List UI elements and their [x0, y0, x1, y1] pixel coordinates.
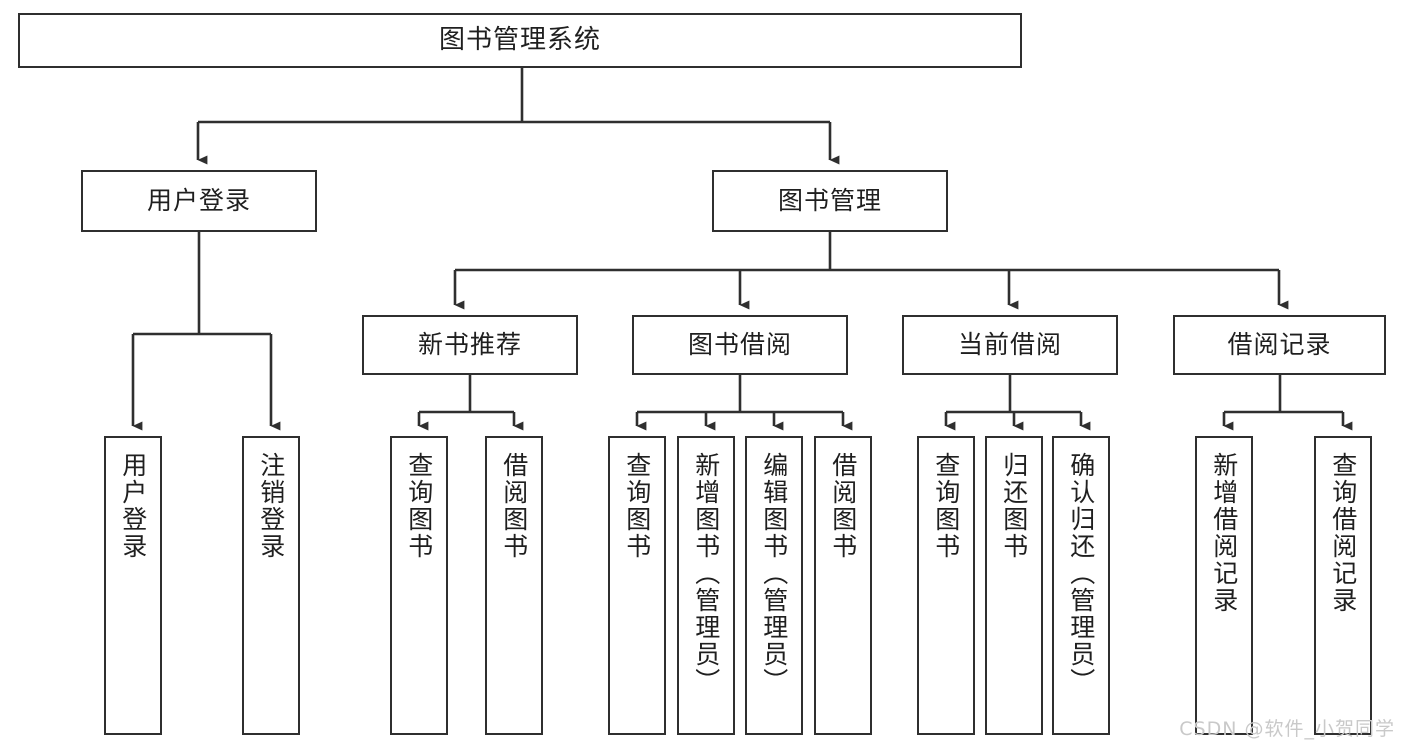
node-leaf-query-record[interactable]: 查询借阅记录	[1314, 436, 1372, 735]
node-leaf-add-book-admin[interactable]: 新增图书（管理员）	[677, 436, 735, 735]
node-leaf-confirm-return-label: 确认归还（管理员）	[1066, 452, 1096, 695]
node-book-manage-label: 图书管理	[777, 186, 882, 216]
node-book-borrow[interactable]: 图书借阅	[632, 315, 848, 375]
node-leaf-return-book-label: 归还图书	[999, 452, 1029, 560]
node-leaf-query-book-1[interactable]: 查询图书	[390, 436, 448, 735]
node-borrow-record-label: 借阅记录	[1227, 330, 1332, 360]
node-borrow-record[interactable]: 借阅记录	[1173, 315, 1386, 375]
node-new-book-recommend[interactable]: 新书推荐	[362, 315, 578, 375]
node-leaf-query-book-2-label: 查询图书	[622, 452, 652, 560]
node-leaf-query-book-2[interactable]: 查询图书	[608, 436, 666, 735]
node-user-login-label: 用户登录	[146, 186, 251, 216]
csdn-watermark: CSDN @软件_小贺同学	[1179, 718, 1395, 740]
node-current-borrow-label: 当前借阅	[957, 330, 1062, 360]
node-leaf-borrow-book-2-label: 借阅图书	[828, 452, 858, 560]
node-leaf-query-book-1-label: 查询图书	[404, 452, 434, 560]
node-leaf-user-login[interactable]: 用户登录	[104, 436, 162, 735]
node-root[interactable]: 图书管理系统	[18, 13, 1022, 68]
node-user-login[interactable]: 用户登录	[81, 170, 317, 232]
node-book-manage[interactable]: 图书管理	[712, 170, 948, 232]
node-leaf-borrow-book-1[interactable]: 借阅图书	[485, 436, 543, 735]
node-leaf-add-record-label: 新增借阅记录	[1209, 452, 1239, 614]
node-root-label: 图书管理系统	[438, 25, 601, 56]
node-leaf-borrow-book-2[interactable]: 借阅图书	[814, 436, 872, 735]
node-leaf-edit-book-admin-label: 编辑图书（管理员）	[759, 452, 789, 695]
node-leaf-confirm-return[interactable]: 确认归还（管理员）	[1052, 436, 1110, 735]
node-leaf-return-book[interactable]: 归还图书	[985, 436, 1043, 735]
node-leaf-logout-login-label: 注销登录	[256, 452, 286, 560]
node-book-borrow-label: 图书借阅	[687, 330, 792, 360]
node-leaf-add-book-admin-label: 新增图书（管理员）	[691, 452, 721, 695]
node-leaf-borrow-book-1-label: 借阅图书	[499, 452, 529, 560]
node-leaf-edit-book-admin[interactable]: 编辑图书（管理员）	[745, 436, 803, 735]
node-new-book-recommend-label: 新书推荐	[417, 330, 522, 360]
node-leaf-query-book-3[interactable]: 查询图书	[917, 436, 975, 735]
node-current-borrow[interactable]: 当前借阅	[902, 315, 1118, 375]
node-leaf-query-record-label: 查询借阅记录	[1328, 452, 1358, 614]
node-leaf-user-login-label: 用户登录	[118, 452, 148, 560]
node-leaf-logout-login[interactable]: 注销登录	[242, 436, 300, 735]
node-leaf-add-record[interactable]: 新增借阅记录	[1195, 436, 1253, 735]
node-leaf-query-book-3-label: 查询图书	[931, 452, 961, 560]
